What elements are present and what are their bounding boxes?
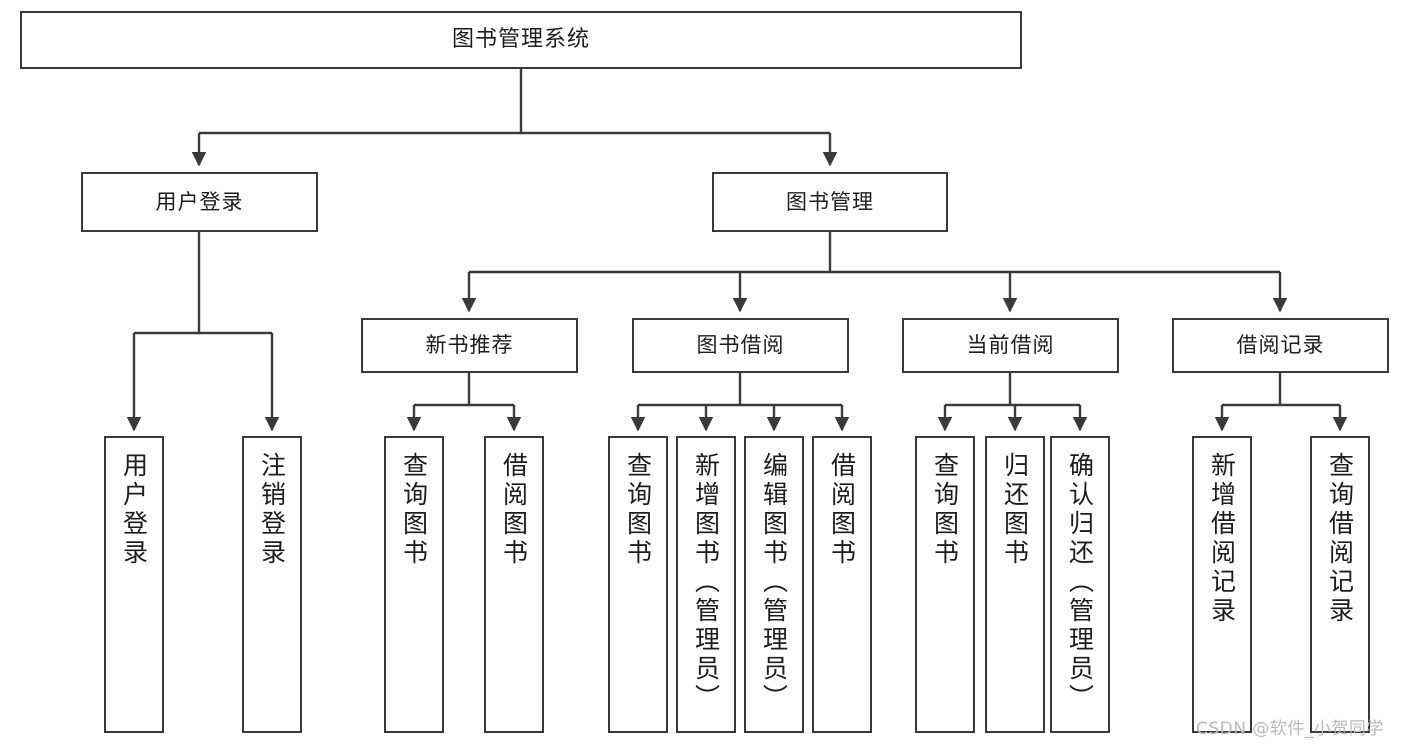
node-leaf-add-book-label: 新增图书（管理员） xyxy=(691,452,721,713)
node-leaf-return-book-label: 归还图书 xyxy=(1000,452,1030,568)
node-leaf-add-record-label: 新增借阅记录 xyxy=(1207,452,1237,626)
node-leaf-edit-book-label: 编辑图书（管理员） xyxy=(759,452,789,713)
node-leaf-confirm-return-label: 确认归还（管理员） xyxy=(1065,452,1095,713)
node-leaf-query-book-2[interactable]: 查询图书 xyxy=(608,436,668,733)
node-leaf-borrow-book-1[interactable]: 借阅图书 xyxy=(484,436,544,733)
node-root[interactable]: 图书管理系统 xyxy=(20,11,1022,69)
node-leaf-add-book[interactable]: 新增图书（管理员） xyxy=(676,436,736,733)
node-leaf-query-record[interactable]: 查询借阅记录 xyxy=(1310,436,1370,733)
node-leaf-user-logout-label: 注销登录 xyxy=(257,452,287,568)
node-leaf-user-login-label: 用户登录 xyxy=(119,452,149,568)
node-leaf-query-book-3[interactable]: 查询图书 xyxy=(915,436,975,733)
node-new-book-rec-label: 新书推荐 xyxy=(425,333,514,358)
node-borrow-record[interactable]: 借阅记录 xyxy=(1172,318,1389,373)
node-leaf-query-book-1[interactable]: 查询图书 xyxy=(384,436,444,733)
node-user-login[interactable]: 用户登录 xyxy=(81,172,318,232)
node-book-manage-label: 图书管理 xyxy=(786,189,874,214)
csdn-watermark: CSDN @软件_小贺同学 xyxy=(1196,719,1384,739)
node-book-borrow-label: 图书借阅 xyxy=(696,333,785,358)
node-current-borrow-label: 当前借阅 xyxy=(966,333,1055,358)
node-root-label: 图书管理系统 xyxy=(451,27,590,53)
node-borrow-record-label: 借阅记录 xyxy=(1236,333,1325,358)
node-leaf-borrow-book-2-label: 借阅图书 xyxy=(827,452,857,568)
node-leaf-user-login[interactable]: 用户登录 xyxy=(104,436,164,733)
node-current-borrow[interactable]: 当前借阅 xyxy=(902,318,1119,373)
node-book-borrow[interactable]: 图书借阅 xyxy=(632,318,849,373)
node-leaf-edit-book[interactable]: 编辑图书（管理员） xyxy=(744,436,804,733)
node-leaf-add-record[interactable]: 新增借阅记录 xyxy=(1192,436,1252,733)
node-new-book-rec[interactable]: 新书推荐 xyxy=(361,318,578,373)
node-leaf-query-book-1-label: 查询图书 xyxy=(399,452,429,568)
node-user-login-label: 用户登录 xyxy=(155,189,244,214)
node-leaf-confirm-return[interactable]: 确认归还（管理员） xyxy=(1050,436,1110,733)
node-leaf-user-logout[interactable]: 注销登录 xyxy=(242,436,302,733)
node-leaf-borrow-book-1-label: 借阅图书 xyxy=(499,452,529,568)
node-leaf-return-book[interactable]: 归还图书 xyxy=(985,436,1045,733)
node-leaf-query-book-3-label: 查询图书 xyxy=(930,452,960,568)
node-book-manage[interactable]: 图书管理 xyxy=(712,172,948,232)
node-leaf-borrow-book-2[interactable]: 借阅图书 xyxy=(812,436,872,733)
node-leaf-query-record-label: 查询借阅记录 xyxy=(1325,452,1355,626)
node-leaf-query-book-2-label: 查询图书 xyxy=(623,452,653,568)
